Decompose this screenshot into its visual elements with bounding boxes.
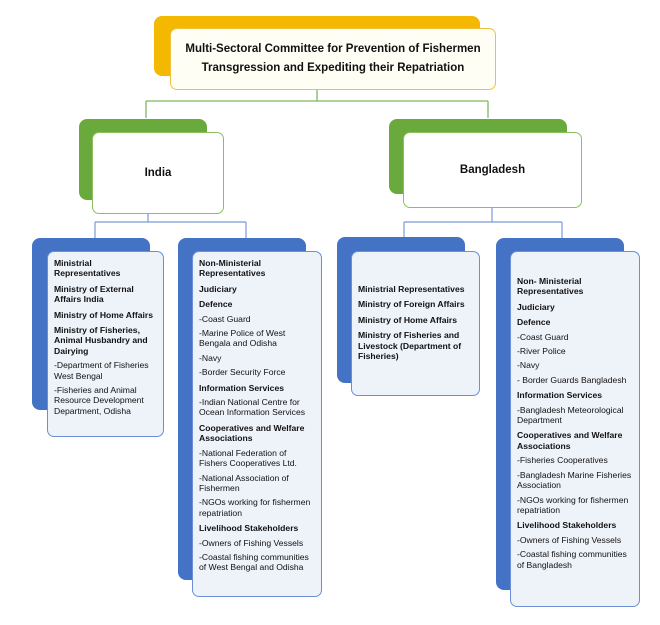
list-item: -Marine Police of West Bengala and Odish…	[199, 328, 286, 349]
india-box: India	[92, 132, 224, 214]
list-heading: Information Services	[199, 382, 285, 393]
list-item: -Fisheries and Animal Resource Developme…	[54, 385, 144, 416]
list-item: -NGOs working for fishermen repatriation	[199, 497, 311, 518]
list-item: -Bangladesh Meteorological Department	[517, 404, 624, 426]
list-heading: Ministry of Foreign Affairs	[358, 299, 465, 310]
list-heading: Ministrial Representatives	[358, 284, 465, 294]
committee-title: Multi-Sectoral Committee for Prevention …	[185, 43, 481, 74]
list-item: -Owners of Fishing Vessels	[517, 534, 622, 545]
list-item: -National Association of Fishermen	[199, 472, 289, 493]
list-heading: Non- Ministerial Representatives	[517, 276, 584, 297]
list-item: - Border Guards Bangladesh	[517, 374, 627, 385]
bangladesh-label: Bangladesh	[459, 164, 526, 176]
list-item: -River Police	[517, 346, 566, 357]
list-heading: Judiciary	[199, 283, 237, 294]
list-heading: Livelihood Stakeholders	[517, 520, 617, 531]
connector-india-to-lists	[94, 214, 247, 238]
list-heading: Information Services	[517, 390, 603, 401]
list-item: -Navy	[199, 352, 222, 363]
list-heading: Livelihood Stakeholders	[199, 523, 299, 534]
committee-title-box: Multi-Sectoral Committee for Prevention …	[170, 28, 496, 90]
connector-bangladesh-to-lists	[403, 208, 563, 238]
list-item: -Bangladesh Marine Fisheries Association	[517, 469, 632, 491]
list-item: -Coast Guard	[517, 331, 569, 342]
list-heading: Defence	[199, 299, 233, 310]
list-item: -Coastal fishing communities of Banglade…	[517, 549, 627, 570]
list-heading: Ministry of Fisheries and Livestock (Dep…	[358, 330, 462, 362]
bangladesh-box: Bangladesh	[403, 132, 582, 208]
list-heading: Ministry of Fisheries, Animal Husbandry …	[54, 325, 148, 356]
list-item: -National Federation of Fishers Cooperat…	[199, 447, 297, 469]
list-item: -Border Security Force	[199, 367, 286, 378]
list-item: -Department of Fisheries West Bengal	[54, 360, 149, 381]
list-heading: Ministry of Home Affairs	[358, 314, 457, 325]
list-item: -Navy	[517, 360, 540, 371]
list-item: -Owners of Fishing Vessels	[199, 537, 304, 548]
list-heading: Cooperatives and Welfare Associations	[517, 430, 623, 451]
list-heading: Judiciary	[517, 301, 555, 312]
list-heading: Defence	[517, 317, 551, 328]
connector-title-to-countries	[145, 90, 489, 118]
list-heading: Ministry of Home Affairs	[54, 309, 153, 320]
list-item: -NGOs working for fishermen repatriation	[517, 494, 629, 515]
list-item: -Fisheries Cooperatives	[517, 455, 608, 466]
india-label: India	[144, 167, 172, 179]
list-heading: Ministry of External Affairs India	[54, 283, 134, 305]
list-heading: Non-Ministerial Representatives	[199, 258, 266, 279]
list-item: -Coastal fishing communities of West Ben…	[199, 551, 309, 573]
list-item: -Coast Guard	[199, 313, 251, 324]
list-heading: Cooperatives and Welfare Associations	[199, 422, 305, 444]
list-heading: Ministrial Representatives	[54, 258, 121, 279]
list-item: -Indian National Centre for Ocean Inform…	[199, 397, 306, 418]
